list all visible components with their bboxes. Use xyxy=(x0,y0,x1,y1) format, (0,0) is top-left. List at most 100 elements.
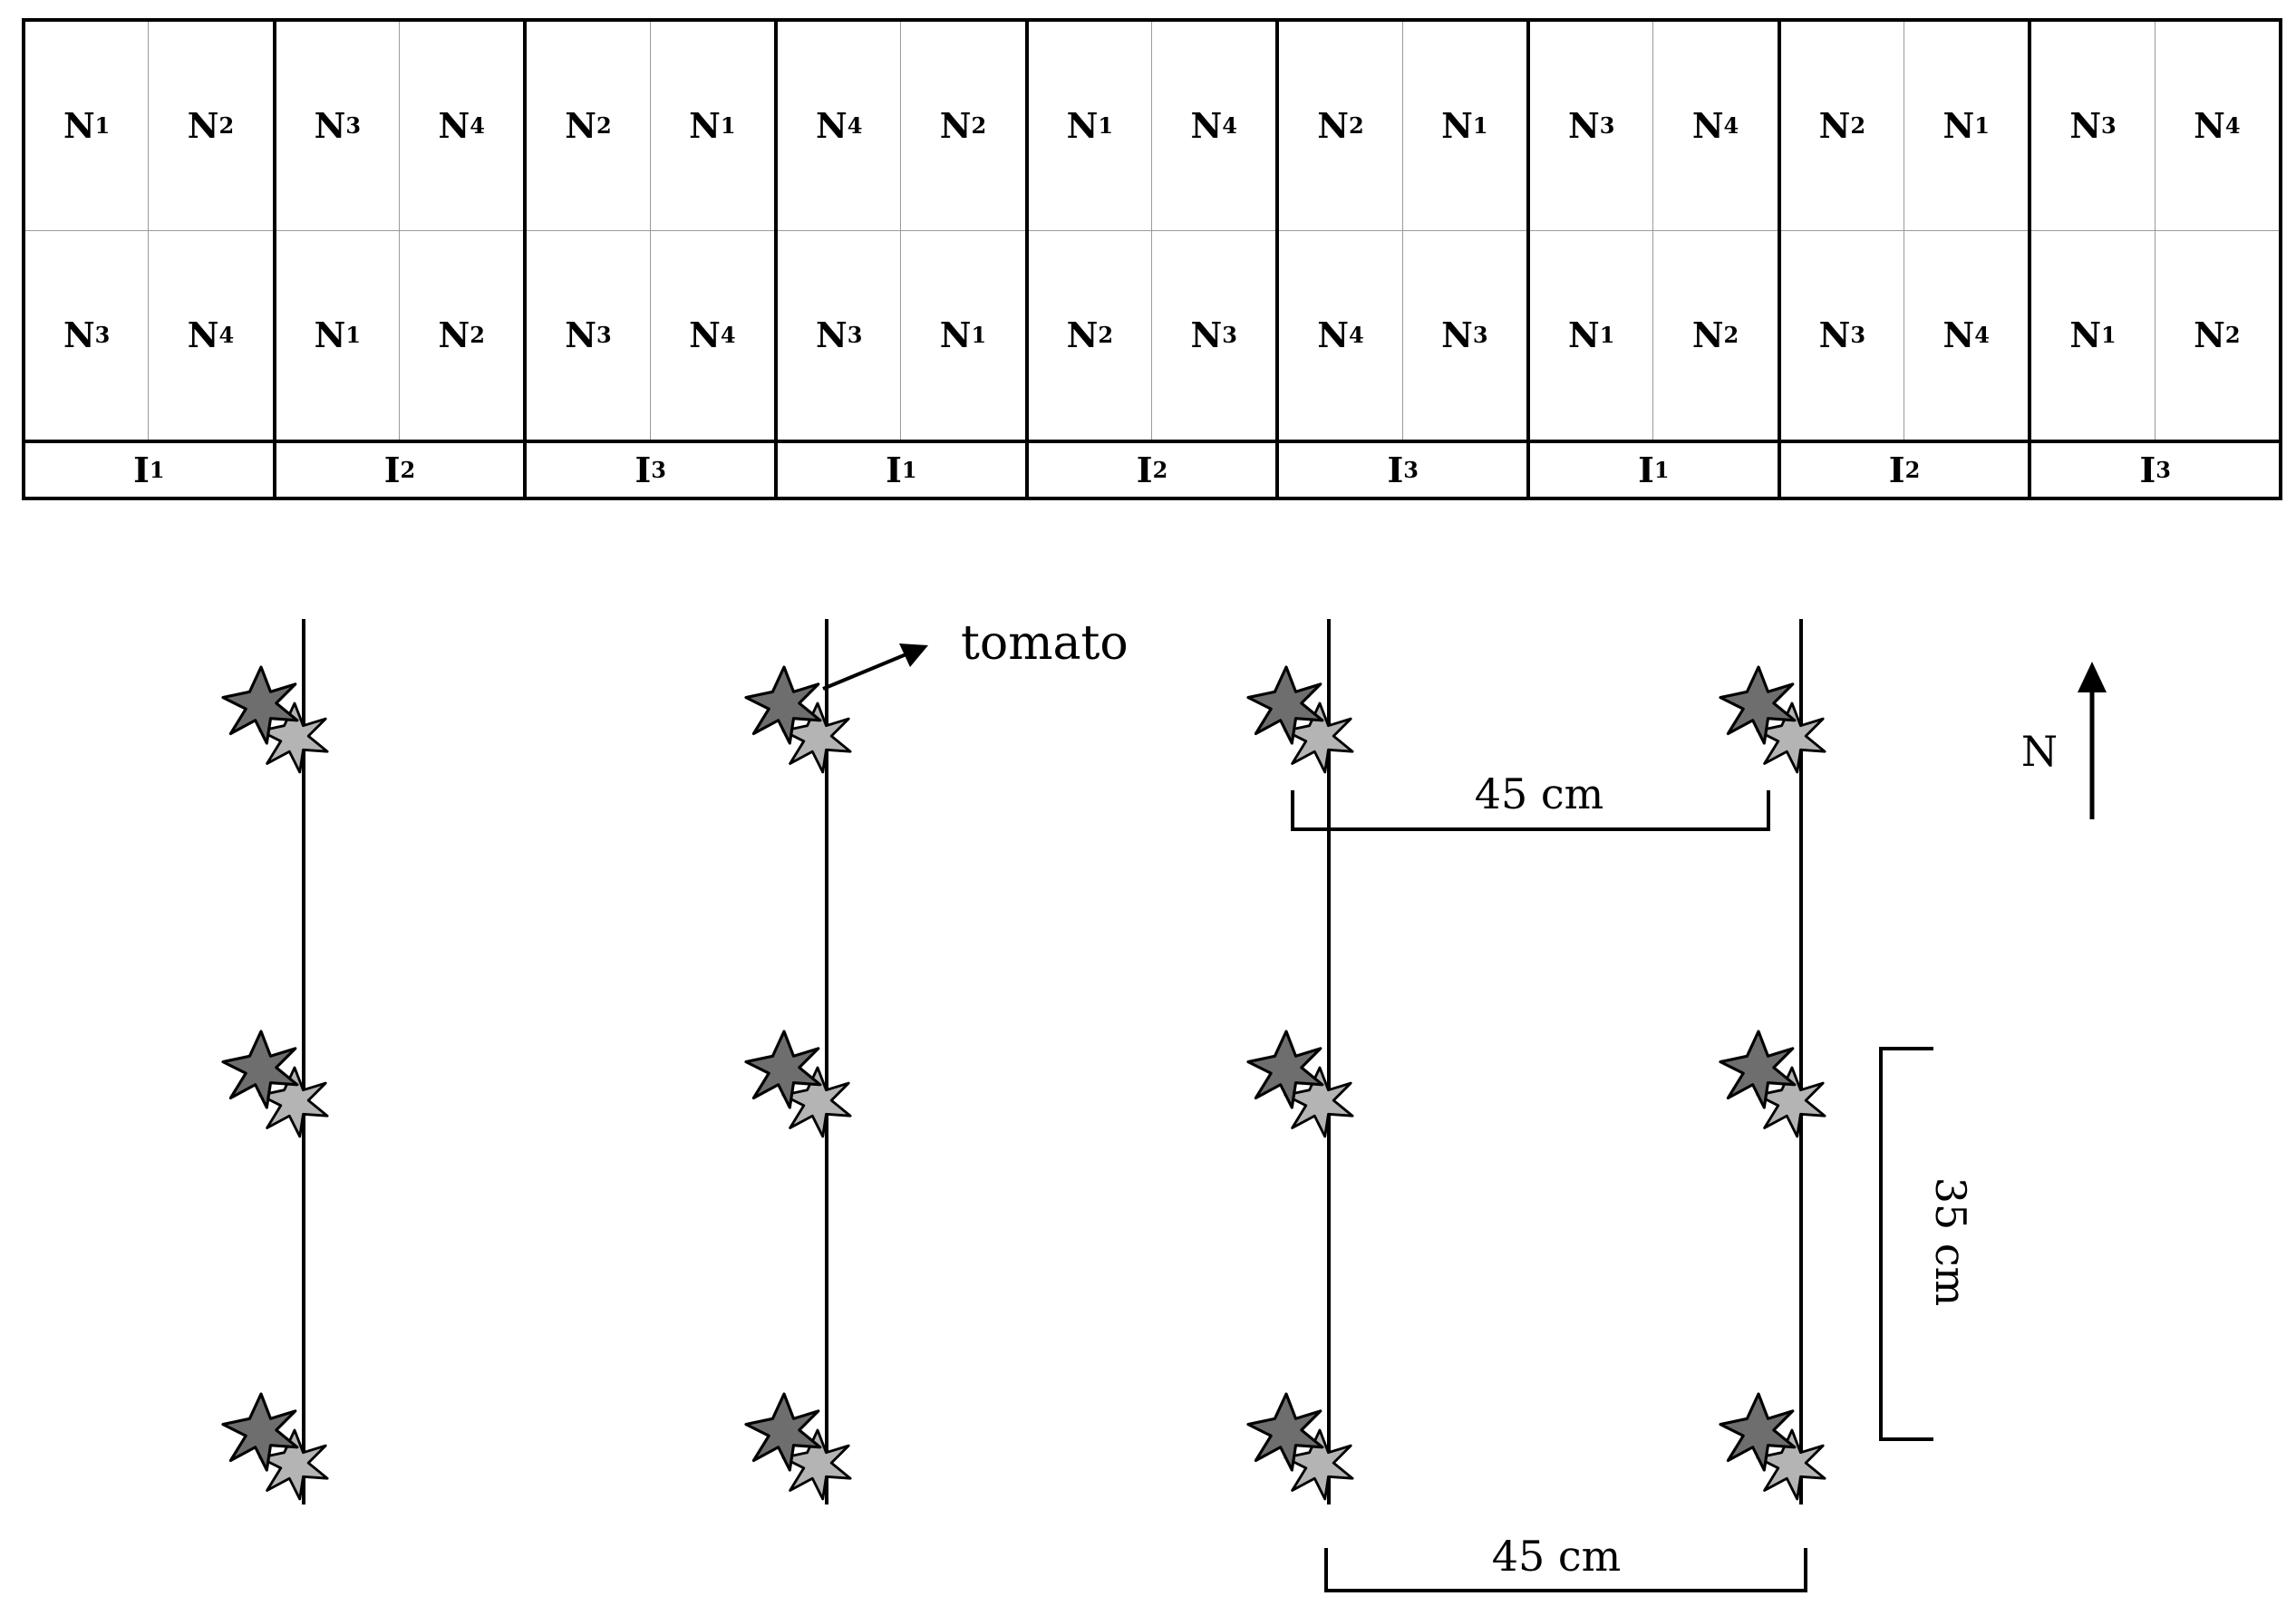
cell-subscript: 2 xyxy=(596,112,612,140)
cell-subscript: 4 xyxy=(1723,112,1739,140)
cell-subscript: 2 xyxy=(218,112,235,140)
cell-subscript: 1 xyxy=(971,322,987,349)
tomato-plant-icon xyxy=(1719,1030,1826,1138)
cell-letter: N xyxy=(1942,314,1975,356)
crop-row-lines xyxy=(302,619,1803,1504)
irrigation-subscript: 3 xyxy=(651,457,666,483)
cell-subscript: 2 xyxy=(470,322,485,349)
cell-letter: N xyxy=(187,314,219,356)
cell-letter: N xyxy=(187,105,219,147)
cell-subscript: 4 xyxy=(847,112,863,140)
cell-subscript: 2 xyxy=(2224,322,2241,349)
cell-subscript: 1 xyxy=(345,322,362,349)
irrigation-letter: I xyxy=(1638,450,1654,490)
cell-letter: N xyxy=(1691,105,1724,147)
cell-subscript: 1 xyxy=(1472,112,1488,140)
irrigation-subscript: 1 xyxy=(901,457,917,483)
cell-subscript: 1 xyxy=(1098,112,1114,140)
cell-subscript: 3 xyxy=(596,322,612,349)
cell-subscript: 3 xyxy=(1599,112,1615,140)
cell-letter: N xyxy=(2069,314,2102,356)
cell-letter: N xyxy=(1691,314,1724,356)
irrigation-letter: I xyxy=(1136,450,1153,490)
row-spacing-bracket-bottom xyxy=(1324,1548,1807,1592)
cell-subscript: 2 xyxy=(1723,322,1739,349)
cell-subscript: 2 xyxy=(1349,112,1364,140)
tomato-plant-icon xyxy=(744,1392,852,1501)
cell-letter: N xyxy=(815,105,848,147)
plant-spacing-label: 35 cm xyxy=(1926,1177,1975,1307)
tomato-pointer-arrowhead xyxy=(899,643,928,667)
irrigation-letter: I xyxy=(886,450,902,490)
cell-subscript: 4 xyxy=(470,112,485,140)
cell-letter: N xyxy=(63,105,95,147)
cell-letter: N xyxy=(314,105,346,147)
cell-letter: N xyxy=(1066,314,1099,356)
tomato-pointer-arrow xyxy=(822,652,909,691)
cell-letter: N xyxy=(1567,105,1600,147)
cell-subscript: 3 xyxy=(94,322,111,349)
cell-letter: N xyxy=(1818,105,1851,147)
cell-subscript: 4 xyxy=(1974,322,1990,349)
cell-subscript: 4 xyxy=(2224,112,2241,140)
cell-letter: N xyxy=(2194,105,2225,147)
cell-subscript: 4 xyxy=(1349,322,1364,349)
cell-letter: N xyxy=(314,314,346,356)
cell-letter: N xyxy=(1317,105,1350,147)
row-spacing-bracket-top xyxy=(1291,790,1770,831)
cell-subscript: 2 xyxy=(971,112,987,140)
irrigation-subscript: 3 xyxy=(1403,457,1419,483)
cell-subscript: 3 xyxy=(1472,322,1488,349)
cell-letter: N xyxy=(689,105,721,147)
cell-letter: N xyxy=(1190,105,1223,147)
cell-letter: N xyxy=(1818,314,1851,356)
cell-letter: N xyxy=(1441,314,1473,356)
cell-letter: N xyxy=(1317,314,1350,356)
cell-subscript: 1 xyxy=(1599,322,1615,349)
cell-subscript: 4 xyxy=(218,322,235,349)
cell-letter: N xyxy=(438,314,470,356)
cell-letter: N xyxy=(565,105,597,147)
row-spacing-label-bottom: 45 cm xyxy=(1492,1532,1622,1581)
cell-subscript: 3 xyxy=(847,322,863,349)
irrigation-letter: I xyxy=(2139,450,2156,490)
irrigation-letter: I xyxy=(383,450,401,490)
irrigation-subscript: 1 xyxy=(1653,457,1670,483)
